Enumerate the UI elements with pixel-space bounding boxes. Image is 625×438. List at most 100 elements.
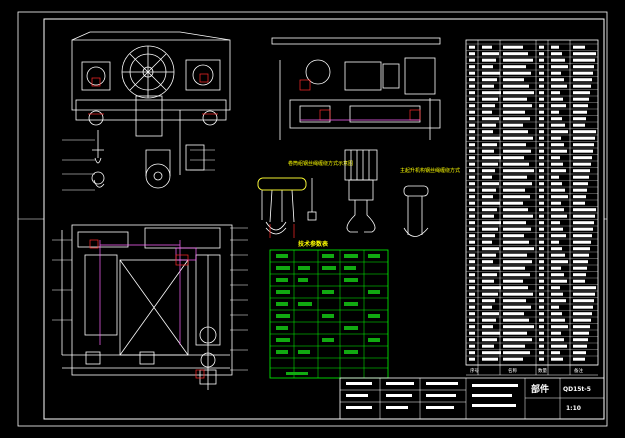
parts-row-text-block: [469, 175, 475, 179]
parts-row-text-block: [469, 234, 475, 238]
parts-row-text-block: [573, 273, 586, 277]
parts-row-text-block: [551, 188, 565, 192]
parts-row-text-block: [573, 65, 594, 69]
parts-row-text-block: [573, 123, 585, 127]
parts-row-text-block: [503, 65, 526, 69]
parts-row-text-block: [573, 45, 585, 49]
parts-row-text-block: [551, 221, 560, 225]
parts-row-text-block: [573, 357, 585, 361]
parts-row-text-block: [573, 117, 586, 121]
parts-row-text-block: [573, 240, 591, 244]
parts-row-text-block: [469, 65, 475, 69]
parts-row-text-block: [573, 325, 590, 329]
parts-row-text-block: [469, 305, 475, 309]
parts-row-text-block: [573, 318, 591, 322]
rope-yellow: [257, 177, 307, 191]
parts-row-text-block: [539, 279, 544, 283]
parts-row-text-block: [503, 305, 531, 309]
parts-row-text-block: [539, 169, 544, 173]
parts-row-text-block: [503, 227, 531, 231]
parts-row-text-block: [539, 286, 544, 290]
parts-row-text-block: [482, 325, 493, 329]
parts-row-text-block: [551, 91, 560, 95]
parts-row-text-block: [551, 214, 567, 218]
parts-list-table: 序号 名称 数量 备注: [465, 39, 599, 376]
parts-row-text-block: [482, 130, 493, 134]
parts-row-text-block: [503, 201, 523, 205]
technical-parameter-table: [269, 249, 389, 379]
parts-row-text-block: [551, 338, 564, 342]
parts-row-text-block: [539, 130, 544, 134]
parts-row-text-block: [539, 247, 544, 251]
hook-block-icon: [344, 149, 378, 233]
parts-row-text-block: [539, 78, 544, 82]
parts-row-text-block: [482, 253, 496, 257]
parts-row-text-block: [551, 162, 563, 166]
title-block-code: QD15t-5: [563, 386, 591, 393]
parts-list-rows: [466, 43, 598, 361]
parts-row-text-block: [469, 214, 475, 218]
parts-row-text-block: [539, 299, 544, 303]
parts-row-text-block: [503, 318, 529, 322]
parts-row-text-block: [482, 84, 494, 88]
parts-row-text-block: [482, 221, 501, 225]
parts-row-text-block: [539, 266, 544, 270]
parts-row-text-block: [573, 234, 592, 238]
parts-row-text-block: [573, 195, 586, 199]
parts-row-text-block: [539, 182, 544, 186]
parts-row-text-block: [539, 156, 544, 160]
parts-row-text-block: [551, 273, 564, 277]
parts-row-text-block: [469, 143, 475, 147]
parts-row-text-block: [539, 260, 544, 264]
parts-row-text-block: [503, 351, 530, 355]
parts-row-text-block: [539, 312, 544, 316]
parts-row-text-block: [503, 338, 532, 342]
parts-row-text-block: [482, 240, 492, 244]
parts-row-text-block: [482, 273, 497, 277]
parts-row-text-block: [503, 234, 524, 238]
parts-row-text-block: [503, 84, 529, 88]
parts-row-text-block: [482, 156, 501, 160]
parts-row-text-block: [551, 117, 562, 121]
parts-row-text-block: [551, 234, 566, 238]
parts-row-text-block: [503, 162, 529, 166]
parts-row-text-block: [482, 195, 493, 199]
parts-row-text-block: [573, 58, 595, 62]
parts-row-text-block: [469, 156, 475, 160]
parts-row-text-block: [469, 117, 475, 121]
parts-row-text-block: [469, 318, 475, 322]
parts-row-text-block: [573, 221, 594, 225]
parts-row-text-block: [573, 338, 588, 342]
parts-row-text-block: [551, 351, 560, 355]
parts-row-text-block: [469, 260, 475, 264]
parts-row-text-block: [573, 286, 596, 290]
parts-row-text-block: [573, 227, 593, 231]
parts-row-text-block: [503, 299, 526, 303]
parts-row-text-block: [482, 169, 495, 173]
parts-row-text-block: [573, 188, 587, 192]
parts-row-text-block: [573, 97, 589, 101]
parts-row-text-block: [573, 175, 589, 179]
parts-row-text-block: [469, 351, 475, 355]
parts-row-text-block: [503, 188, 525, 192]
parts-row-text-block: [539, 45, 544, 49]
parts-row-text-block: [469, 169, 475, 173]
parts-row-text-block: [469, 344, 475, 348]
parts-row-text-block: [503, 292, 533, 296]
parts-row-text-block: [469, 221, 475, 225]
parts-row-text-block: [469, 91, 475, 95]
parts-row-text-block: [551, 325, 568, 329]
parts-row-text-block: [503, 247, 534, 251]
parts-row-text-block: [469, 338, 475, 342]
parts-row-text-block: [551, 247, 562, 251]
parts-row-text-block: [482, 182, 499, 186]
parts-row-text-block: [551, 182, 562, 186]
parts-row-text-block: [482, 188, 496, 192]
parts-row-text-block: [469, 97, 475, 101]
parts-row-text-block: [469, 149, 475, 153]
parts-row-text-block: [469, 84, 475, 88]
parts-row-text-block: [551, 240, 559, 244]
parts-row-text-block: [503, 78, 524, 82]
parts-row-text-block: [503, 52, 528, 56]
parts-row-text-block: [503, 123, 523, 127]
